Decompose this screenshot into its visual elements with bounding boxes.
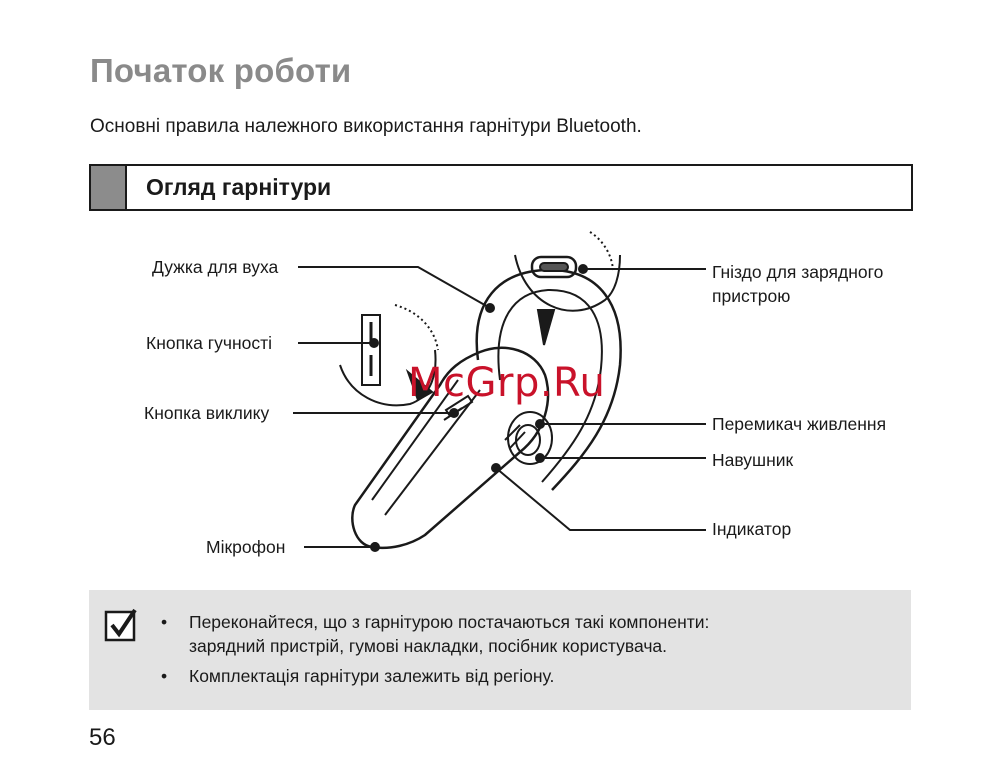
label-earpiece: Навушник	[712, 450, 794, 470]
note-item-2-line1: Комплектація гарнітури залежить від регі…	[189, 666, 555, 686]
bullet: •	[161, 666, 168, 686]
label-charger-jack-line2: пристрою	[712, 286, 791, 306]
note-box: • Переконайтеся, що з гарнітурою постача…	[89, 590, 911, 710]
section-title: Огляд гарнітури	[146, 174, 332, 200]
label-indicator: Індикатор	[712, 519, 792, 539]
note-item-1-line2: зарядний пристрій, гумові накладки, посі…	[189, 636, 668, 656]
section-header: Огляд гарнітури	[89, 164, 913, 211]
watermark: McGrp.Ru	[408, 360, 606, 406]
bullet: •	[161, 612, 168, 632]
label-power-switch: Перемикач живлення	[712, 414, 887, 434]
note-item: • Комплектація гарнітури залежить від ре…	[161, 664, 709, 688]
label-ear-hook: Дужка для вуха	[152, 257, 279, 277]
label-charger-jack: Гніздо для зарядного пристрою	[712, 260, 883, 308]
label-microphone: Мікрофон	[206, 537, 286, 557]
checkbox-check-icon	[104, 608, 137, 642]
note-item-1-line1: Переконайтеся, що з гарнітурою постачают…	[189, 612, 710, 632]
page-title: Початок роботи	[90, 52, 352, 89]
intro-text: Основні правила належного використання г…	[90, 116, 642, 137]
label-call-key: Кнопка виклику	[144, 403, 270, 423]
note-list: • Переконайтеся, що з гарнітурою постача…	[161, 610, 709, 694]
label-charger-jack-line1: Гніздо для зарядного	[712, 262, 884, 282]
note-item: • Переконайтеся, що з гарнітурою постача…	[161, 610, 709, 658]
label-volume-key: Кнопка гучності	[146, 333, 273, 353]
page-number: 56	[89, 724, 116, 751]
section-tab-marker	[91, 166, 127, 209]
